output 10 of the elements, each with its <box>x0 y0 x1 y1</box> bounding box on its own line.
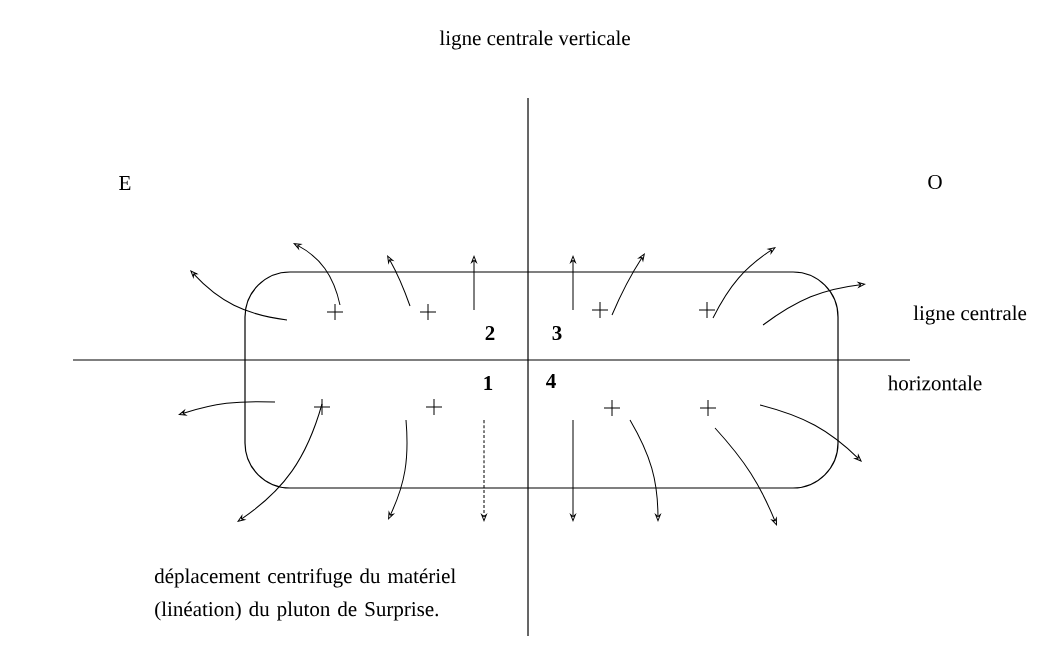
quadrant-number: 3 <box>552 325 562 341</box>
label-text: ligne centrale verticale <box>439 30 630 50</box>
label-text: O <box>928 174 942 190</box>
quadrant-number: 1 <box>484 376 493 390</box>
label-text: E <box>119 176 131 190</box>
quadrant-number: 2 <box>485 326 495 340</box>
caption: déplacement centrifuge du matériel (linéation) du pluton de Surprise. <box>154 568 456 621</box>
quadrant-number: 4 <box>546 374 556 388</box>
label-text: horizontale <box>888 375 982 391</box>
label-text: ligne centrale <box>913 305 1027 325</box>
